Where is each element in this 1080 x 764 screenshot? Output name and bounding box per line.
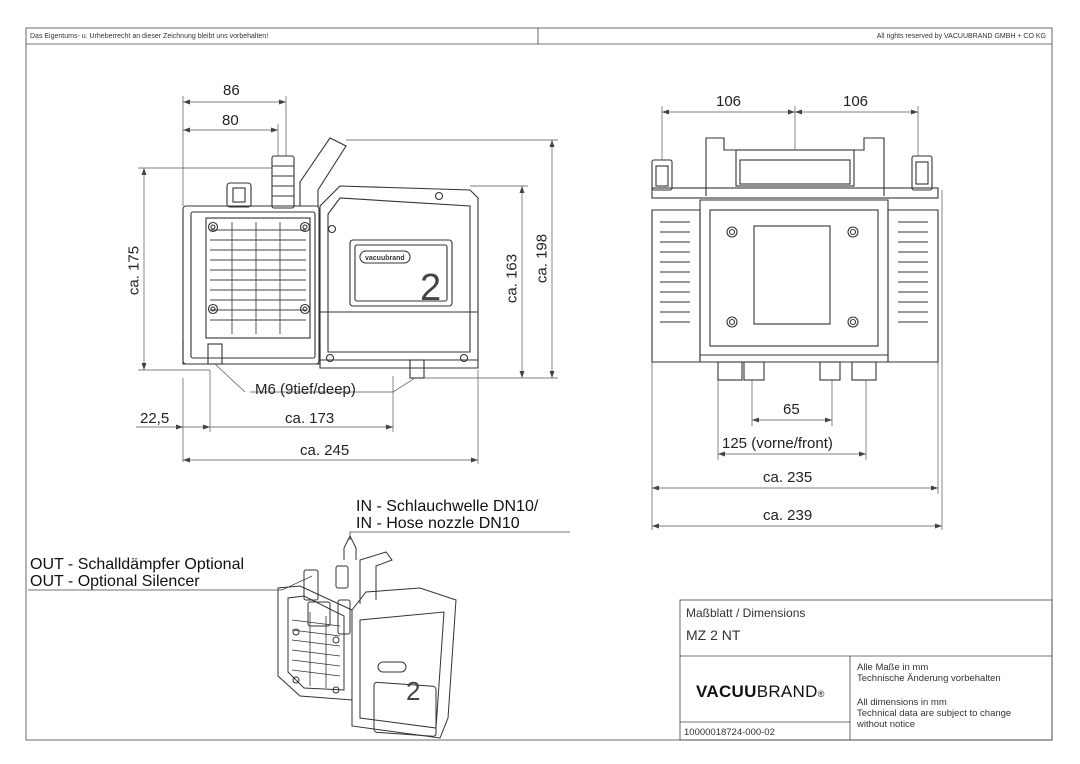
title-sheet-type: Maßblatt / Dimensions xyxy=(686,606,806,620)
logo-light: BRAND xyxy=(756,682,818,701)
dim-ca-198: ca. 198 xyxy=(533,233,551,284)
dim-ca-235: ca. 235 xyxy=(763,469,813,486)
callout-outlet-en: OUT - Optional Silencer xyxy=(30,573,200,590)
dim-ca-163: ca. 163 xyxy=(503,253,521,304)
dim-125-front: 125 (vorne/front) xyxy=(722,435,833,452)
side-model-number: 2 xyxy=(420,267,441,309)
note-en-3: without notice xyxy=(857,719,916,730)
dim-80: 80 xyxy=(222,112,239,129)
side-screws xyxy=(207,221,311,315)
callout-outlet-de: OUT - Schalldämpfer Optional xyxy=(30,556,245,573)
dim-ca-239: ca. 239 xyxy=(763,507,813,524)
dim-22-5: 22,5 xyxy=(140,410,170,427)
callout-inlet-de: IN - Schlauchwelle DN10/ xyxy=(356,498,539,515)
side-label-brand: vacuubrand xyxy=(365,255,405,262)
front-fins-left xyxy=(660,221,690,323)
side-dimension-arrows xyxy=(141,99,555,463)
iso-model-label: 2 xyxy=(406,676,420,706)
dim-106-left: 106 xyxy=(716,93,742,110)
front-view-pump xyxy=(651,137,939,381)
note-de-2: Technische Änderung vorbehalten xyxy=(857,673,1001,684)
iso-model-number: 2 xyxy=(406,676,420,706)
dim-ca-173: ca. 173 xyxy=(285,410,335,427)
logo-bold: VACUU xyxy=(696,682,757,701)
dim-m6-thread: M6 (9tief/deep) xyxy=(255,381,356,398)
side-label-plate xyxy=(359,250,411,264)
header-ownership-notice: Das Eigentums- u. Urheberrecht an dieser… xyxy=(30,33,269,40)
dim-ca-175: ca. 175 xyxy=(125,245,143,296)
doc-number: 10000018724-000-02 xyxy=(684,727,775,738)
dim-106-right: 106 xyxy=(843,93,869,110)
vacuubrand-logo: VACUUBRAND® xyxy=(696,682,825,702)
isometric-pump xyxy=(277,534,457,739)
side-cooling-fins xyxy=(210,222,306,334)
title-model: MZ 2 NT xyxy=(686,627,741,643)
logo-mark: ® xyxy=(817,689,825,699)
note-en-2: Technical data are subject to change xyxy=(857,708,1012,719)
callout-inlet-en: IN - Hose nozzle DN10 xyxy=(356,515,520,532)
front-dimension-arrows xyxy=(652,109,942,529)
callout-leaders xyxy=(28,531,570,591)
dim-86: 86 xyxy=(223,82,240,99)
side-view-pump xyxy=(182,137,479,379)
iso-fins xyxy=(291,612,341,688)
sheet-frame xyxy=(25,27,1053,741)
dim-ca-245: ca. 245 xyxy=(300,442,350,459)
title-block xyxy=(679,599,1053,741)
dim-65: 65 xyxy=(783,401,800,418)
header-rights-notice: All rights reserved by VACUUBRAND GMBH +… xyxy=(876,33,1046,40)
side-view-dimensions xyxy=(136,96,558,464)
note-en-1: All dimensions in mm xyxy=(857,697,947,708)
note-de-1: Alle Maße in mm xyxy=(857,662,929,673)
front-fins-right xyxy=(898,221,928,323)
front-view-dimensions xyxy=(651,106,943,530)
